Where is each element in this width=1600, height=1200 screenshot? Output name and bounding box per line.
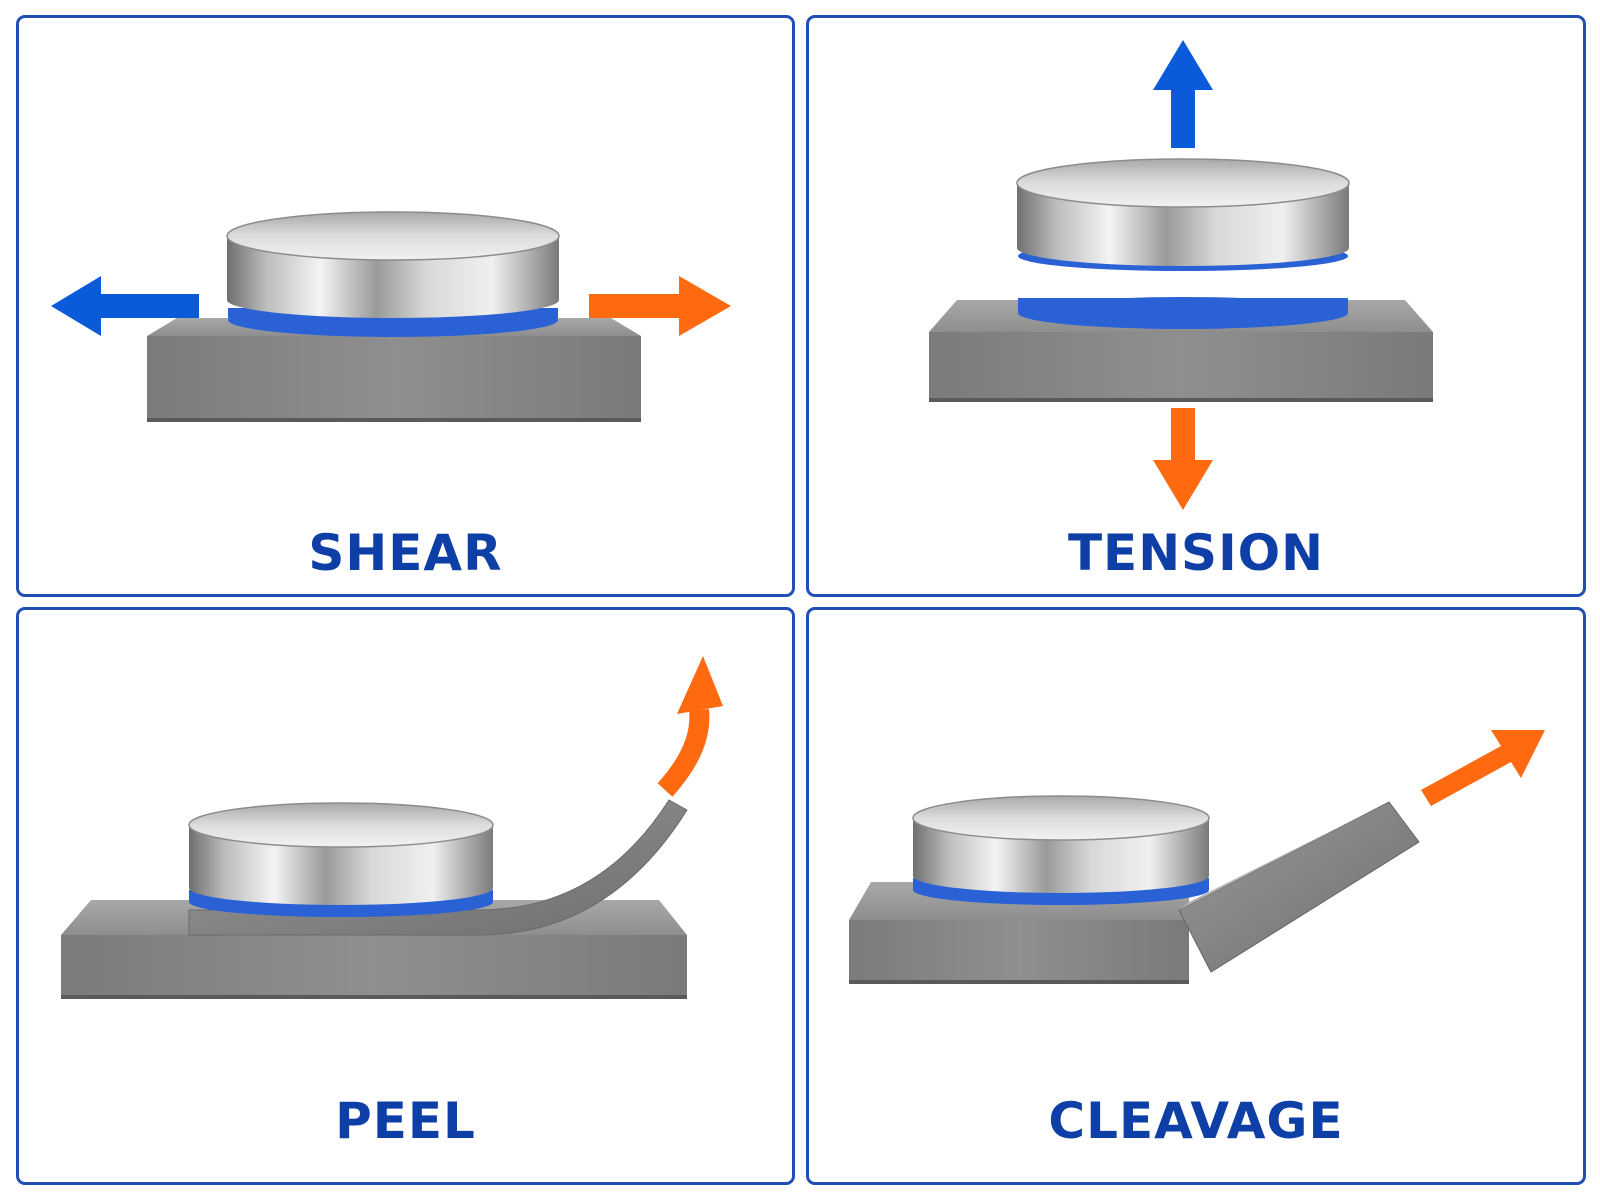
panel-label-cleavage: CLEAVAGE (1048, 1092, 1344, 1150)
tension-illustration (929, 40, 1433, 510)
magnet-disc-icon (188, 802, 494, 917)
arrow-icon (1153, 40, 1213, 148)
steel-plate-icon (147, 318, 641, 422)
arrow-icon (1421, 730, 1545, 806)
panel-peel: PEEL (16, 607, 795, 1185)
adhesive-layer-icon (1018, 297, 1348, 329)
peel-illustration (61, 656, 723, 999)
panel-tension: TENSION (806, 15, 1586, 597)
panel-label-tension: TENSION (1067, 524, 1325, 582)
arrow-icon (589, 276, 731, 336)
shear-illustration (51, 211, 731, 422)
magnet-disc-icon (226, 211, 560, 337)
panel-label-shear: SHEAR (308, 524, 503, 582)
panel-label-peel: PEEL (335, 1092, 476, 1150)
cleavage-illustration (849, 730, 1545, 984)
peel-strip-icon (188, 799, 688, 936)
magnet-disc-icon (912, 795, 1210, 905)
magnet-disc-icon (1016, 158, 1350, 271)
arrow-icon (1153, 408, 1213, 510)
arrow-icon (657, 656, 723, 797)
panel-shear: SHEAR (16, 15, 795, 597)
tilted-plate-icon (1178, 796, 1420, 973)
arrow-icon (51, 276, 199, 336)
panel-cleavage: CLEAVAGE (806, 607, 1586, 1185)
